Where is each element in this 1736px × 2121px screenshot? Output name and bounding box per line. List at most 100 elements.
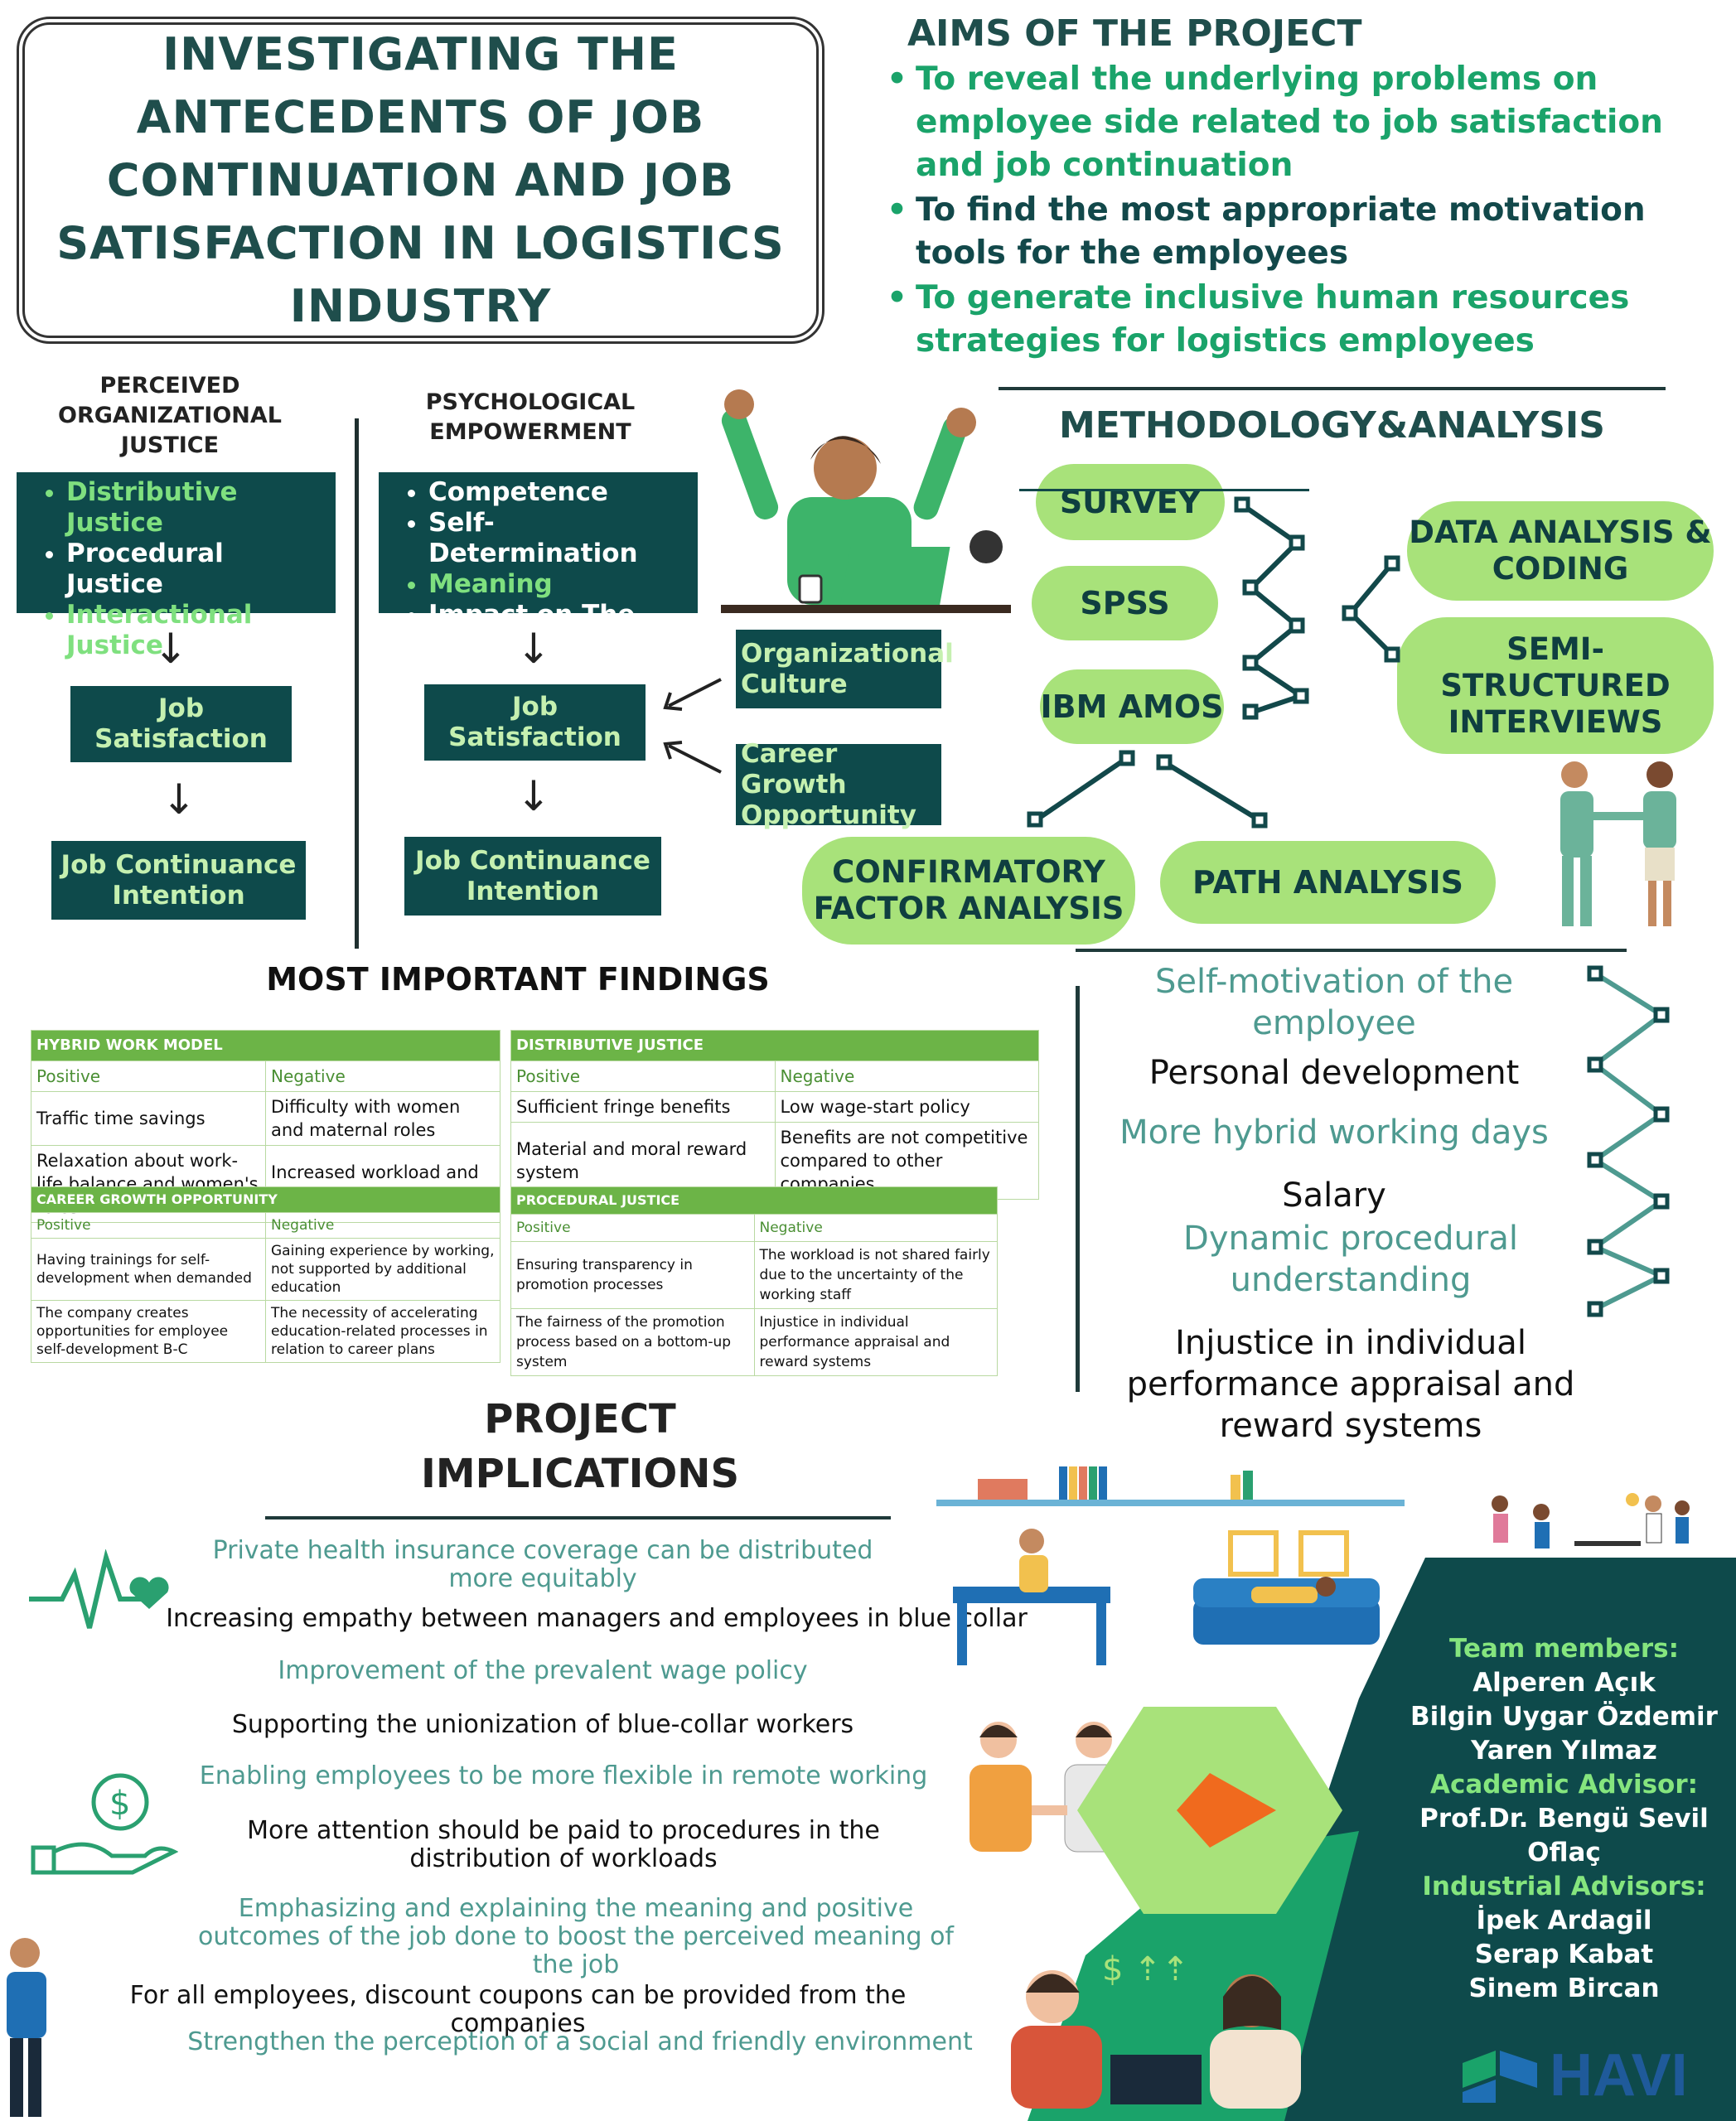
implication-item: Strengthen the perception of a social an… — [187, 2027, 973, 2056]
team-member: Alperen Açık — [1472, 1668, 1656, 1698]
table-cell: Injustice in individual performance appr… — [753, 1308, 998, 1376]
model1-continuance: Job Continuance Intention — [51, 841, 306, 920]
method-heading: METHODOLOGY&ANALYSIS — [1059, 404, 1605, 447]
negative-header: Negative — [753, 1214, 998, 1242]
method-divider — [999, 387, 1666, 390]
title-box: INVESTIGATING THE ANTECEDENTS OF JOB CON… — [17, 17, 824, 344]
positive-header: Positive — [31, 1060, 266, 1092]
table-cell: Low wage-start policy — [774, 1091, 1039, 1123]
implication-item: Increasing empathy between managers and … — [166, 1604, 1028, 1633]
career-box: Career Growth Opportunity — [736, 739, 941, 830]
table-cell: Having trainings for self-development wh… — [31, 1238, 266, 1301]
model1-box: Distributive Justice Procedural Justice … — [17, 472, 336, 660]
laptop-team-illustration: $ ⇡⇡ — [1011, 1950, 1301, 2109]
industrial-advisor: Serap Kabat — [1474, 1940, 1654, 1969]
highlight-item: Self-motivation of the employee — [1154, 963, 1514, 1042]
table-title: HYBRID WORK MODEL — [31, 1030, 500, 1061]
implication-item: Improvement of the prevalent wage policy — [278, 1656, 808, 1685]
model2-item: Impact on The Job — [428, 600, 689, 661]
implication-item: More attention should be paid to procedu… — [247, 1816, 880, 1873]
model1-item: Distributive Justice — [66, 477, 327, 539]
positive-header: Positive — [510, 1060, 776, 1092]
negative-header: Negative — [265, 1060, 500, 1092]
amos-pill: IBM AMOS — [1040, 669, 1224, 744]
model-divider — [355, 418, 359, 949]
table-cell: Ensuring transparency in promotion proce… — [510, 1241, 755, 1309]
academic-advisor-label: Academic Advisor: — [1429, 1770, 1699, 1800]
havi-brand: HAVI — [1550, 2042, 1688, 2109]
highlight-item: More hybrid working days — [1119, 1114, 1549, 1152]
highlights-divider — [1076, 949, 1627, 952]
academic-advisor: Prof.Dr. Bengü Sevil Oflaç — [1419, 1804, 1709, 1867]
model2-item: Self-Determination — [428, 508, 689, 569]
model1-item: Interactional Justice — [66, 600, 327, 661]
aim-item: To find the most appropriate motivation … — [883, 189, 1719, 275]
negative-header: Negative — [265, 1212, 500, 1239]
spss-pill: SPSS — [1032, 566, 1218, 640]
aims-heading: AIMS OF THE PROJECT — [907, 12, 1362, 55]
cheering-person-illustration — [721, 389, 1011, 613]
svg-text:$: $ — [109, 1785, 130, 1823]
poster-title: INVESTIGATING THE ANTECEDENTS OF JOB CON… — [56, 27, 785, 332]
model2-continuance: Job Continuance Intention — [404, 837, 661, 916]
zigzag-connector — [1587, 965, 1670, 1317]
aim-item: To generate inclusive human resources st… — [883, 277, 1719, 363]
standing-person-illustration — [7, 1938, 46, 2117]
people-group-illustration — [1492, 1493, 1690, 1548]
survey-pill: SURVEY — [1036, 464, 1225, 540]
money-hand-icon: $ — [31, 1773, 178, 1875]
table-cell: Sufficient fringe benefits — [510, 1091, 776, 1123]
model1-heading: PERCEIVED ORGANIZATIONAL JUSTICE — [58, 373, 282, 458]
aim-item: To reveal the underlying problems on emp… — [883, 58, 1719, 187]
cfa-pill: CONFIRMATORY FACTOR ANALYSIS — [802, 837, 1135, 945]
highlights-bar — [1076, 986, 1080, 1392]
implication-item: Emphasizing and explaining the meaning a… — [198, 1894, 954, 1979]
culture-box: Organizational Culture — [736, 630, 954, 708]
model2-item: Meaning — [428, 569, 689, 600]
industrial-advisor: Sinem Bircan — [1468, 1974, 1660, 2003]
team-panel-background — [1028, 1558, 1736, 2121]
table-cell: The company creates opportunities for em… — [31, 1300, 266, 1363]
industrial-advisor: İpek Ardagil — [1476, 1906, 1652, 1935]
influence-arrows — [663, 678, 722, 774]
positive-header: Positive — [31, 1212, 266, 1239]
implications-divider — [265, 1516, 891, 1519]
implication-item: Supporting the unionization of blue-coll… — [231, 1710, 854, 1739]
interviews-pill: SEMI-STRUCTURED INTERVIEWS — [1397, 617, 1714, 754]
table-title: PROCEDURAL JUSTICE — [510, 1186, 998, 1215]
path-pill: PATH ANALYSIS — [1160, 841, 1496, 924]
team-members-label: Team members: — [1448, 1634, 1680, 1664]
aims-list: To reveal the underlying problems on emp… — [883, 58, 1719, 365]
table-cell: The workload is not shared fairly due to… — [753, 1241, 998, 1309]
model1-satisfaction: Job Satisfaction — [70, 686, 292, 762]
handshake-illustration — [1560, 761, 1676, 926]
implications-heading: PROJECT IMPLICATIONS — [315, 1392, 845, 1501]
model2-item: Competence — [428, 477, 689, 508]
team-member: Yaren Yılmaz — [1471, 1736, 1657, 1766]
table-title: CAREER GROWTH OPPORTUNITY — [31, 1186, 500, 1213]
highlight-item: Personal development — [1148, 1054, 1520, 1092]
svg-text:$ ⇡⇡: $ ⇡⇡ — [1102, 1950, 1189, 1988]
team-info: Team members: Alperen Açık Bilgin Uygar … — [1392, 1632, 1736, 2006]
table-cell: The fairness of the promotion process ba… — [510, 1308, 755, 1376]
table-title: DISTRIBUTIVE JUSTICE — [510, 1030, 1039, 1061]
implication-item: Private health insurance coverage can be… — [212, 1536, 873, 1593]
model2-satisfaction: Job Satisfaction — [424, 684, 646, 761]
model2-box: Competence Self-Determination Meaning Im… — [379, 472, 698, 660]
arrow-down-icon: ↓ — [153, 625, 188, 673]
highlight-item: Injustice in individual performance appr… — [1126, 1324, 1575, 1445]
findings-heading: MOST IMPORTANT FINDINGS — [266, 961, 770, 998]
arrow-down-icon: ↓ — [162, 775, 196, 824]
havi-logo-mark — [1463, 2051, 1537, 2103]
data-analysis-pill: DATA ANALYSIS & CODING — [1407, 501, 1714, 601]
highlight-item: Salary — [1282, 1176, 1386, 1215]
arrow-down-icon: ↓ — [516, 625, 551, 673]
table-cell: The necessity of accelerating education-… — [265, 1300, 500, 1363]
method-connectors — [1019, 489, 1400, 829]
team-member: Bilgin Uygar Özdemir — [1410, 1702, 1718, 1732]
heartbeat-icon — [29, 1549, 169, 1629]
